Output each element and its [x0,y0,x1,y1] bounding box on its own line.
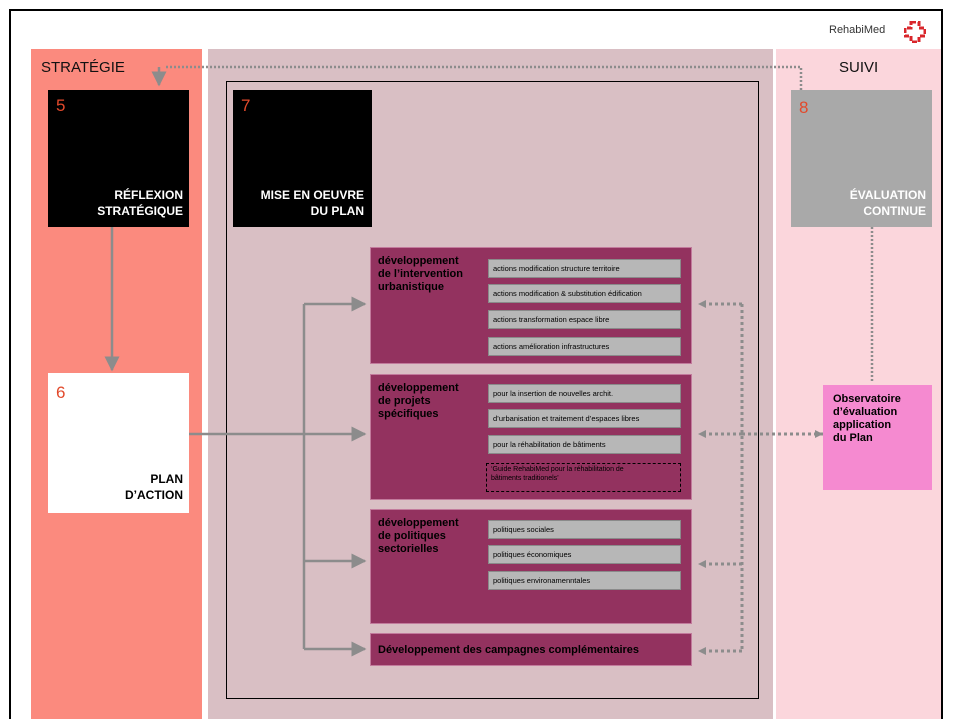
box-title-line: DU PLAN [310,204,364,218]
box-reflexion-strategique: 5 RÉFLEXION STRATÉGIQUE [48,90,189,227]
observatoire-box: Observatoire d’évaluation application du… [823,385,932,490]
group-title: développement de politiques sectorielles [378,517,459,556]
diagram-frame: RehabiMed STRATÉGIE SUIVI 5 RÉFLEXION ST… [9,9,943,719]
group-title-line: de projets [378,395,431,407]
group-title-line: développement [378,517,459,529]
box-title: PLAN D’ACTION [125,471,183,503]
list-item: actions amélioration infrastructures [488,337,681,356]
group-title-line: développement [378,255,459,267]
box-plan-action: 6 PLAN D’ACTION [48,373,189,513]
connector-lines [104,65,874,657]
box-title: RÉFLEXION STRATÉGIQUE [97,187,183,219]
list-item: politiques environamenntales [488,571,681,590]
group-campagnes-complementaires: Développement des campagnes complémentai… [370,633,692,666]
observatoire-line: d’évaluation [833,406,898,418]
observatoire-line: Observatoire [833,393,901,405]
implementation-frame [226,81,759,699]
group-title: Développement des campagnes complémentai… [378,644,640,656]
guide-line: ‘Guide RehabiMed pour la réhabilitation … [491,466,624,473]
box-mise-en-oeuvre: 7 MISE EN OEUVRE DU PLAN [233,90,372,227]
list-item: politiques sociales [488,520,681,539]
group-title-line: sectorielles [378,543,439,555]
observatoire-line: du Plan [833,432,873,444]
group-title: développement de projets spécifiques [378,382,459,421]
dotted-feedback-line [166,65,803,90]
group-intervention-urbanistique: développement de l’intervention urbanist… [370,247,692,364]
box-title-line: PLAN [150,472,183,486]
logo-text: RehabiMed [829,24,886,36]
box-number: 8 [799,98,809,117]
box-number: 6 [56,383,66,402]
group-title-line: de l’intervention [378,268,463,280]
list-item: pour la réhabilitation de bâtiments [488,435,681,454]
group-title-line: de politiques [378,530,446,542]
list-item: d’urbanisation et traitement d’espaces l… [488,409,681,428]
group-projets-specifiques: développement de projets spécifiques pou… [370,374,692,500]
box-title-line: MISE EN OEUVRE [260,188,364,202]
guide-rehabimed-note: ‘Guide RehabiMed pour la réhabilitation … [486,463,681,492]
strategie-heading: STRATÉGIE [41,59,125,76]
box-title-line: STRATÉGIQUE [97,204,183,218]
group-title-line: spécifiques [378,408,439,420]
list-item: pour la insertion de nouvelles archit. [488,384,681,403]
rehabimed-cross-icon [904,21,926,43]
box-title-line: RÉFLEXION [114,188,183,202]
suivi-heading: SUIVI [839,59,879,76]
box-evaluation-continue: 8 ÉVALUATION CONTINUE [791,90,932,227]
box-number: 5 [56,96,66,115]
observatoire-line: application [833,419,892,431]
group-title: développement de l’intervention urbanist… [378,255,463,294]
group-politiques-sectorielles: développement de politiques sectorielles… [370,509,692,624]
guide-line: bâtiments traditionels’ [491,475,559,482]
box-title-line: ÉVALUATION [849,188,926,202]
list-item: actions modification structure territoir… [488,259,681,278]
list-item: politiques économiques [488,545,681,564]
box-title: MISE EN OEUVRE DU PLAN [261,187,364,219]
group-title-line: urbanistique [378,281,445,293]
box-title: ÉVALUATION CONTINUE [850,187,926,219]
box-title-line: D’ACTION [125,488,183,502]
box-number: 7 [241,96,251,115]
group-title-line: développement [378,382,459,394]
list-item: actions transformation espace libre [488,310,681,329]
box-title-line: CONTINUE [863,204,926,218]
list-item: actions modification & substitution édif… [488,284,681,303]
